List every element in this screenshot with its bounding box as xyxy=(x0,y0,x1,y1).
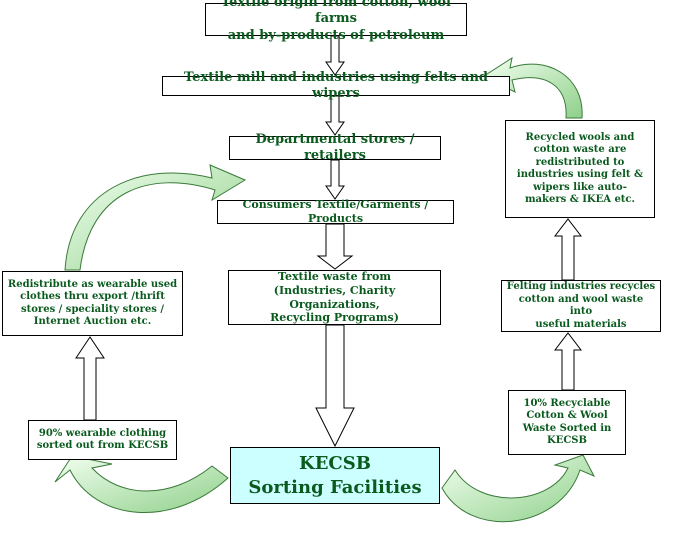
box-textile-mill: Textile mill and industries using felts … xyxy=(162,70,510,101)
box-redistribute-wearable: Redistribute as wearable used clothes th… xyxy=(2,271,183,336)
box-consumers: Consumers Textile/Garments / Products xyxy=(217,198,454,225)
arrow-origin-to-mill xyxy=(325,35,345,76)
arrow-felting-to-recycled xyxy=(553,218,583,281)
arrow-consumers-to-waste xyxy=(316,223,354,270)
arrow-wearable-to-redistribute xyxy=(75,336,105,421)
curved-arrow-redistribute-to-consumers xyxy=(64,164,247,271)
curved-arrow-kecsb-to-wearable xyxy=(54,455,229,514)
box-departmental-stores: Departmental stores / retailers xyxy=(229,132,441,163)
box-recyclable-waste: 10% Recyclable Cotton & Wool Waste Sorte… xyxy=(508,390,626,455)
box-textile-waste: Textile waste from (Industries, Charity … xyxy=(228,270,441,325)
arrow-waste-to-kecsb xyxy=(315,324,355,448)
box-textile-origin: Textile origin from cotton, wool farms a… xyxy=(205,0,467,43)
box-felting-industries: Felting industries recycles cotton and w… xyxy=(501,280,661,332)
box-wearable-clothing: 90% wearable clothing sorted out from KE… xyxy=(28,420,177,460)
arrow-mill-to-dept xyxy=(325,95,345,136)
box-kecsb-sorting: KECSB Sorting Facilities xyxy=(230,447,440,504)
curved-arrow-kecsb-to-recyclable xyxy=(441,454,596,523)
curved-arrow-recycled-to-mill xyxy=(483,56,583,119)
arrow-recyclable-to-felting xyxy=(553,332,583,391)
arrow-dept-to-consumers xyxy=(325,159,345,200)
box-recycled-wools: Recycled wools and cotton waste are redi… xyxy=(505,120,655,218)
